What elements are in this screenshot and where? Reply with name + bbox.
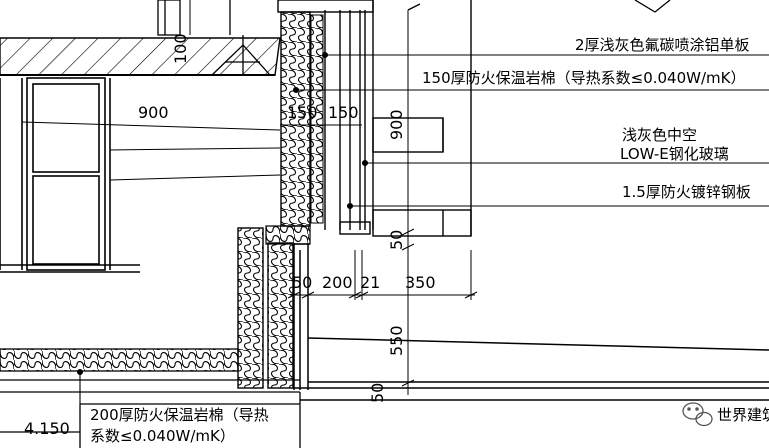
lower-structure xyxy=(293,243,769,401)
watermark: 世界建筑 xyxy=(682,402,769,427)
insulation-lower xyxy=(237,225,311,389)
steel-frame xyxy=(0,77,140,273)
top-structure xyxy=(157,0,271,76)
insulation-top xyxy=(280,11,324,227)
label-glass-line1: 浅灰色中空 xyxy=(622,126,697,144)
dimension-lines xyxy=(21,0,478,395)
dim-50-vertical-upper: 50 xyxy=(387,230,406,250)
insulation-bottom xyxy=(0,348,300,393)
dim-150-left: 150 xyxy=(287,103,318,122)
dim-200: 200 xyxy=(322,273,353,292)
label-panel: 2厚浅灰色氟碳喷涂铝单板 xyxy=(575,36,750,54)
leader-lines xyxy=(76,51,769,404)
watermark-text: 世界建筑 xyxy=(717,406,769,424)
dim-150-right: 150 xyxy=(328,103,359,122)
label-steel-plate: 1.5厚防火镀锌钢板 xyxy=(622,183,751,201)
label-insulation-top: 150厚防火保温岩棉（导热系数≤0.040W/mK） xyxy=(422,69,745,87)
dim-50-vertical-lower: 50 xyxy=(368,383,387,403)
bottom-note-box xyxy=(0,392,301,448)
dim-21: 21 xyxy=(360,273,380,292)
elevation-label: 4.150 xyxy=(24,419,70,438)
dim-50: 50 xyxy=(292,273,312,292)
label-insulation-bottom-1: 200厚防火保温岩棉（导热 xyxy=(90,406,269,424)
wechat-icon xyxy=(682,402,713,427)
curtain-wall xyxy=(277,0,472,237)
dim-350: 350 xyxy=(405,273,436,292)
concrete-beam xyxy=(0,37,281,76)
label-glass-line2: LOW-E钢化玻璃 xyxy=(620,145,729,163)
label-insulation-bottom-2: 系数≤0.040W/mK） xyxy=(90,427,235,445)
dim-900-vertical: 900 xyxy=(387,109,406,140)
dim-900-horizontal: 900 xyxy=(138,103,169,122)
dim-550: 550 xyxy=(387,325,406,356)
dim-100: 100 xyxy=(171,33,190,64)
top-right-mark xyxy=(407,0,671,13)
